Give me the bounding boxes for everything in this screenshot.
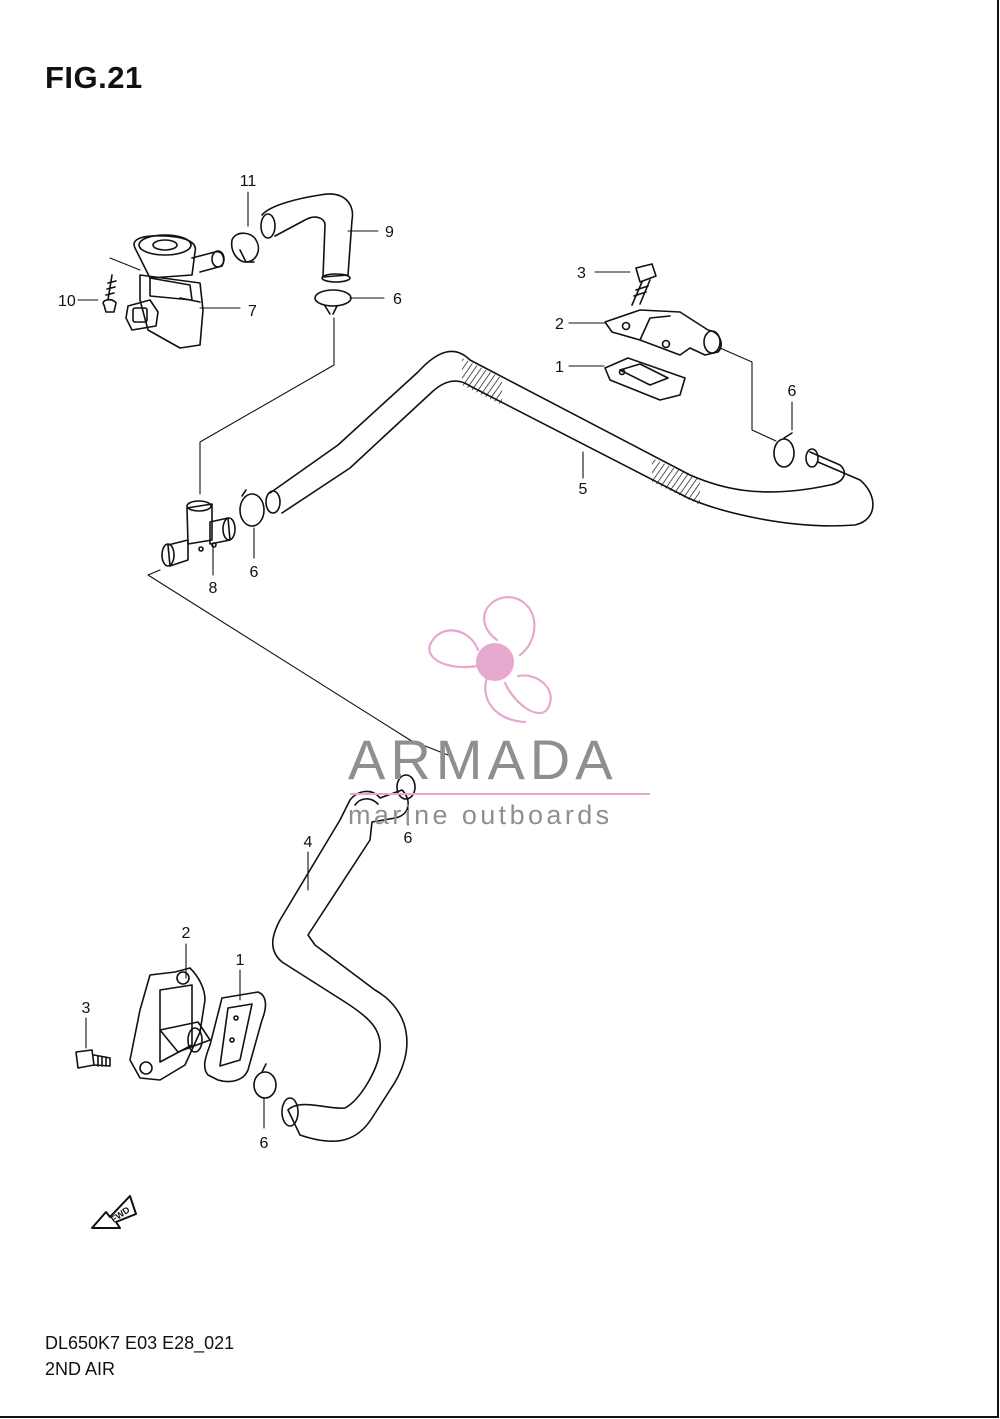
callout-6-mid: 6 (250, 564, 259, 581)
callout-3-upper: 3 (577, 265, 586, 282)
clamp-6-mid (239, 489, 265, 527)
callout-4: 4 (304, 834, 313, 851)
hose-4 (271, 789, 409, 1143)
clamp-6-lower-mid (395, 767, 416, 800)
callout-1-upper: 1 (555, 359, 564, 376)
cover-2-lower (129, 967, 211, 1081)
hose-9 (260, 193, 354, 283)
callout-9: 9 (385, 224, 394, 241)
callout-1-lower: 1 (236, 952, 245, 969)
watermark-divider (350, 793, 650, 795)
callout-2-lower: 2 (182, 925, 191, 942)
hose-5 (265, 350, 874, 527)
watermark-propeller-logo (428, 596, 552, 724)
callout-2-upper: 2 (555, 316, 564, 333)
joint-8 (161, 500, 236, 567)
callout-6-right: 6 (788, 383, 797, 400)
clamp-6-right (773, 432, 795, 468)
callout-6-top: 6 (393, 291, 402, 308)
fwd-arrow-icon: FWD (91, 1195, 137, 1229)
watermark-brand: ARMADA (348, 728, 618, 791)
callout-labels: 11 9 6 7 10 3 2 1 6 5 8 6 6 4 2 1 3 6 (58, 173, 797, 1152)
callout-5: 5 (579, 481, 588, 498)
clamp-6-bottom (253, 1063, 277, 1099)
cover-2-upper (604, 309, 722, 356)
watermark-tagline: marine outboards (348, 800, 613, 830)
reed-valve-1-upper (604, 357, 686, 401)
figure-title: FIG.21 (45, 60, 143, 95)
clamp-6-top (314, 289, 352, 315)
callout-11: 11 (240, 173, 257, 190)
callout-7: 7 (248, 303, 257, 320)
reed-valve-1-lower (203, 991, 267, 1083)
leader-lines (77, 191, 793, 1129)
callout-10: 10 (58, 293, 76, 310)
air-control-valve (125, 234, 225, 349)
model-code: DL650K7 E03 E28_021 (45, 1333, 235, 1353)
callout-6-bottom: 6 (260, 1135, 269, 1152)
callout-3-lower: 3 (82, 1000, 91, 1017)
clamp-11 (230, 232, 260, 263)
screw-10 (102, 274, 117, 313)
callout-6-lower-mid: 6 (404, 830, 413, 847)
bolt-3-lower (75, 1049, 111, 1069)
bolt-3-upper (631, 263, 657, 306)
callout-8: 8 (209, 580, 218, 597)
section-name: 2ND AIR (45, 1359, 116, 1379)
